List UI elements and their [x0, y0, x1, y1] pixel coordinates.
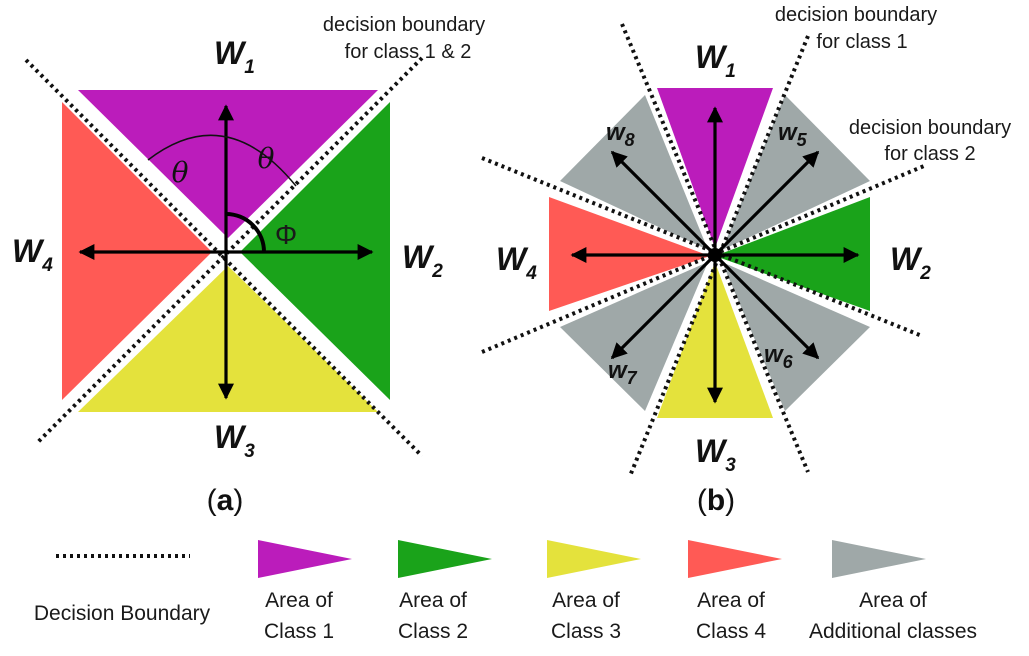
legend: Decision Boundary Area of Class 1 Area o… [34, 540, 977, 643]
legend-item-line2: Class 4 [696, 620, 766, 643]
boundary-note-2-line2: for class 2 [884, 143, 975, 165]
decision-boundary-line [481, 164, 925, 354]
legend-item-line1: Area of [552, 589, 620, 612]
legend-swatch-class4 [688, 540, 782, 578]
legend-item-line1: Area of [265, 589, 333, 612]
legend-item-line2: Class 2 [398, 620, 468, 643]
class3-region [78, 266, 378, 412]
panel-b: decision boundary for class 1 decision b… [481, 4, 1011, 517]
w2-label: W2 [890, 241, 931, 284]
w3-label: W3 [214, 419, 255, 462]
w6-label: w6 [764, 341, 794, 372]
boundary-note-1-line2: for class 1 [816, 31, 907, 53]
theta-left-label: θ [172, 156, 189, 189]
legend-swatch-class1 [258, 540, 352, 578]
legend-item-line1: Area of [399, 589, 467, 612]
origin-dot [708, 248, 722, 262]
w5-label: w5 [778, 119, 808, 150]
legend-swatch-class3 [547, 540, 641, 578]
boundary-note-2-line1: decision boundary [849, 117, 1011, 139]
legend-item-line2: Class 1 [264, 620, 334, 643]
decision-boundary-line [481, 156, 923, 338]
w4-label: W4 [496, 241, 537, 284]
legend-swatch-class2 [398, 540, 492, 578]
boundary-note-1-line1: decision boundary [775, 4, 937, 26]
boundary-note-ab-line2: for class 1 & 2 [345, 41, 472, 63]
legend-item-line1: Area of [697, 589, 765, 612]
w8-label: w8 [606, 119, 635, 150]
w5-vector [713, 150, 820, 257]
w1-label: W1 [214, 35, 255, 78]
w3-label: W3 [695, 433, 736, 476]
legend-boundary-label: Decision Boundary [34, 602, 211, 625]
boundary-note-ab-line1: decision boundary [323, 14, 485, 36]
decision-boundary-line [628, 35, 810, 477]
w7-vector [610, 253, 717, 360]
w6-vector [713, 253, 820, 360]
w4-label: W4 [12, 233, 53, 276]
w7-label: w7 [608, 357, 638, 388]
legend-item-line1: Area of [859, 589, 927, 612]
panel-b-label: (b) [697, 484, 735, 517]
theta-arc [147, 134, 297, 187]
w2-label: W2 [402, 239, 443, 282]
class1-region [78, 90, 378, 238]
panel-a-label: (a) [207, 484, 244, 517]
w8-vector [610, 150, 717, 257]
panel-a: θ θ Φ decision boundary for class 1 & 2 … [12, 14, 485, 517]
theta-right-label: θ [258, 142, 275, 175]
legend-item-line2: Additional classes [809, 620, 977, 643]
legend-item-line2: Class 3 [551, 620, 621, 643]
w1-label: W1 [695, 39, 736, 82]
phi-arc [225, 212, 266, 253]
phi-label: Φ [275, 219, 297, 250]
legend-swatch-additional [832, 540, 926, 578]
